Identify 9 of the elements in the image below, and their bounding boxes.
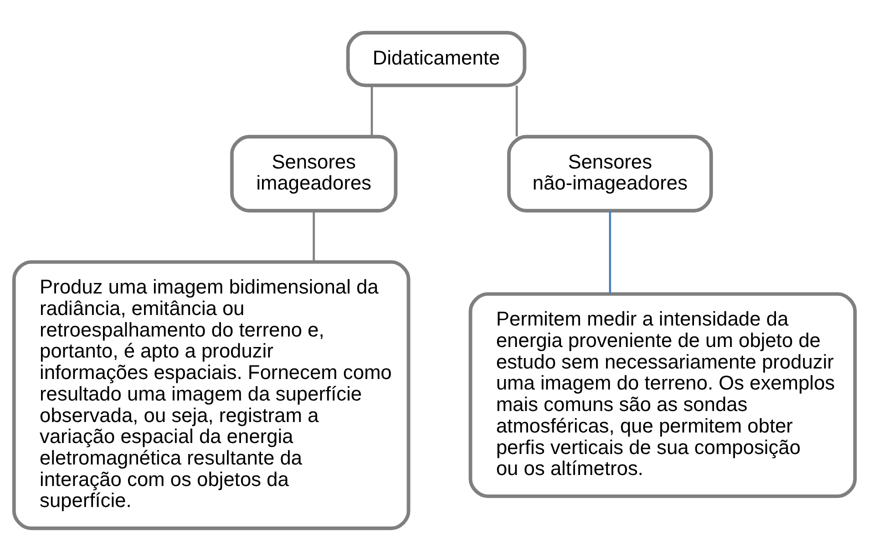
connector bbox=[370, 85, 373, 136]
node-box: Produz uma imagem bidimensional da radiância, emitância ou retroespalhamento do terreno e, portanto, é apto a produzir informações espaciais. Fornecem como resultado uma imagem da superfície observada, ou seja, registram a variação espacial da energia eletromagnética resultante da interação com os objetos da superfície. bbox=[12, 260, 410, 530]
node-box: Didaticamente bbox=[346, 30, 526, 87]
connector bbox=[312, 210, 315, 262]
connector bbox=[608, 210, 612, 294]
node-box: Sensores não-imageadores bbox=[507, 134, 713, 212]
connector bbox=[516, 85, 518, 136]
node-box: Sensores imageadores bbox=[230, 134, 398, 212]
node-box: Permitem medir a intensidade da energia proveniente de um objeto de estudo sem necessariamente produzir uma imagem do terreno. Os exemplos mais comuns são as sondas atmosféricas, que permitem obter perfis verticais de sua composição ou os altímetros. bbox=[468, 292, 857, 498]
